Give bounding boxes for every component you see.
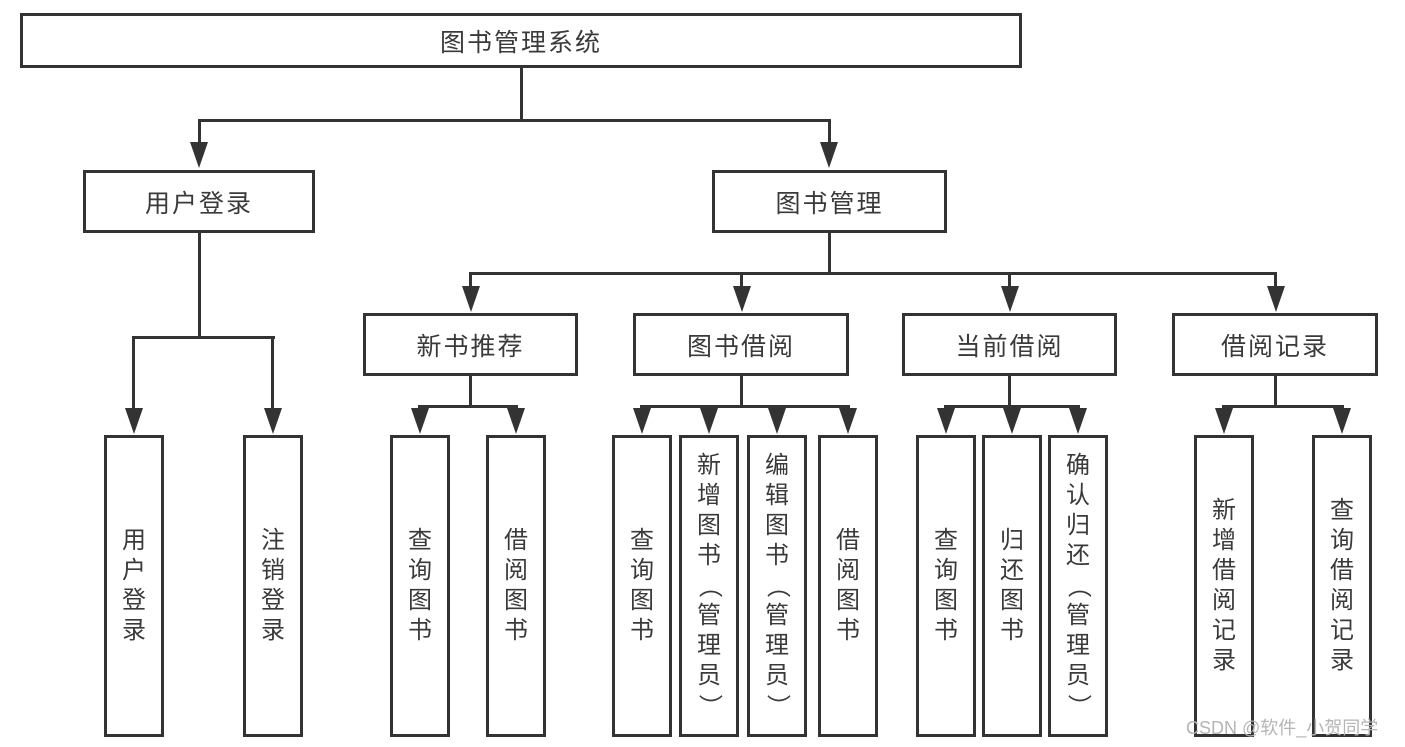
node-book-management: 图书管理 bbox=[712, 170, 947, 233]
node-borrow-records-label: 借阅记录 bbox=[1220, 332, 1329, 361]
connector-drop-current-borrow bbox=[1008, 272, 1011, 289]
arrowhead-leaf bbox=[768, 408, 786, 434]
node-new-book-recommend-label: 新书推荐 bbox=[416, 332, 525, 361]
node-new-book-recommend: 新书推荐 bbox=[363, 313, 578, 376]
arrowhead-leaf-user-login bbox=[125, 408, 143, 434]
arrowhead-leaf bbox=[411, 408, 429, 434]
arrowhead-current-borrow bbox=[1001, 286, 1019, 312]
node-book-management-label: 图书管理 bbox=[775, 189, 884, 218]
connector-borrow-records-stub bbox=[1274, 376, 1277, 405]
leaf-borrow-add-books-admin: 新增图书（管理员） bbox=[679, 435, 739, 737]
connector-drop-borrow-records bbox=[1274, 272, 1277, 289]
connector-drop-leaf-user-login bbox=[132, 336, 135, 410]
arrowhead-leaf bbox=[1003, 408, 1021, 434]
connector-root-bar bbox=[198, 119, 831, 122]
arrowhead-leaf bbox=[937, 408, 955, 434]
connector-new-book-bar bbox=[418, 405, 518, 408]
node-book-borrow-label: 图书借阅 bbox=[686, 332, 795, 361]
connector-root-stub bbox=[520, 68, 523, 119]
node-root: 图书管理系统 bbox=[20, 13, 1022, 68]
connector-drop-book-borrow bbox=[740, 272, 743, 289]
connector-drop-user-login bbox=[198, 119, 201, 145]
arrowhead-leaf bbox=[633, 408, 651, 434]
connector-user-login-bar bbox=[132, 336, 275, 339]
connector-book-borrow-bar bbox=[640, 405, 850, 408]
arrowhead-leaf bbox=[1215, 408, 1233, 434]
leaf-newbook-borrow-books: 借阅图书 bbox=[486, 435, 546, 737]
leaf-borrow-query-books: 查询图书 bbox=[612, 435, 672, 737]
connector-current-borrow-stub bbox=[1008, 376, 1011, 405]
node-current-borrow: 当前借阅 bbox=[902, 313, 1117, 376]
leaf-newbook-query-books: 查询图书 bbox=[390, 435, 450, 737]
arrowhead-leaf bbox=[700, 408, 718, 434]
leaf-logout-login: 注销登录 bbox=[243, 435, 303, 737]
connector-borrow-records-bar bbox=[1222, 405, 1344, 408]
leaf-borrow-query-books-label: 查询图书 bbox=[630, 527, 654, 644]
leaf-user-login-label: 用户登录 bbox=[122, 527, 146, 644]
connector-book-management-stub bbox=[828, 233, 831, 272]
leaf-newbook-borrow-books-label: 借阅图书 bbox=[504, 527, 528, 644]
leaf-borrow-add-books-admin-label: 新增图书（管理员） bbox=[696, 452, 723, 718]
leaf-records-query-record: 查询借阅记录 bbox=[1312, 435, 1372, 737]
leaf-borrow-edit-books-admin-label: 编辑图书（管理员） bbox=[764, 452, 791, 718]
arrowhead-user-login bbox=[190, 142, 208, 168]
leaf-current-confirm-return-admin: 确认归还（管理员） bbox=[1048, 435, 1108, 737]
node-user-login-label: 用户登录 bbox=[144, 189, 253, 218]
arrowhead-leaf-logout bbox=[264, 408, 282, 434]
watermark-text: CSDN @软件_小贺同学 bbox=[1186, 718, 1379, 738]
connector-drop-book-management bbox=[828, 119, 831, 145]
leaf-records-query-record-label: 查询借阅记录 bbox=[1330, 497, 1354, 674]
connector-level3-bar bbox=[469, 272, 1276, 275]
leaf-current-query-books: 查询图书 bbox=[916, 435, 976, 737]
leaf-newbook-query-books-label: 查询图书 bbox=[408, 527, 432, 644]
arrowhead-leaf bbox=[1333, 408, 1351, 434]
arrowhead-book-management bbox=[820, 142, 838, 168]
node-root-label: 图书管理系统 bbox=[439, 28, 602, 57]
connector-new-book-stub bbox=[469, 376, 472, 405]
arrowhead-book-borrow bbox=[733, 286, 751, 312]
leaf-borrow-borrow-books-label: 借阅图书 bbox=[836, 527, 860, 644]
leaf-current-confirm-return-admin-label: 确认归还（管理员） bbox=[1065, 452, 1092, 718]
leaf-borrow-edit-books-admin: 编辑图书（管理员） bbox=[747, 435, 807, 737]
node-current-borrow-label: 当前借阅 bbox=[955, 332, 1064, 361]
connector-drop-leaf-logout bbox=[271, 336, 274, 410]
leaf-borrow-borrow-books: 借阅图书 bbox=[818, 435, 878, 737]
node-user-login: 用户登录 bbox=[83, 170, 315, 233]
arrowhead-leaf bbox=[1069, 408, 1087, 434]
node-book-borrow: 图书借阅 bbox=[633, 313, 849, 376]
leaf-user-login: 用户登录 bbox=[104, 435, 164, 737]
leaf-current-return-books: 归还图书 bbox=[982, 435, 1042, 737]
arrowhead-leaf bbox=[507, 408, 525, 434]
leaf-records-add-record-label: 新增借阅记录 bbox=[1212, 497, 1236, 674]
arrowhead-borrow-records bbox=[1267, 286, 1285, 312]
node-borrow-records: 借阅记录 bbox=[1172, 313, 1378, 376]
leaf-logout-login-label: 注销登录 bbox=[261, 527, 285, 644]
connector-book-borrow-stub bbox=[740, 376, 743, 405]
leaf-current-return-books-label: 归还图书 bbox=[1000, 527, 1024, 644]
connector-user-login-stub bbox=[198, 233, 201, 336]
arrowhead-new-book bbox=[462, 286, 480, 312]
connector-drop-new-book bbox=[469, 272, 472, 289]
arrowhead-leaf bbox=[839, 408, 857, 434]
leaf-records-add-record: 新增借阅记录 bbox=[1194, 435, 1254, 737]
leaf-current-query-books-label: 查询图书 bbox=[934, 527, 958, 644]
